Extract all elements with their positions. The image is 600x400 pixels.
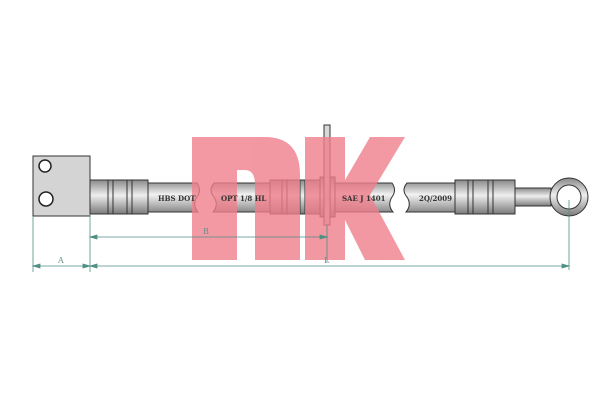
left-fitting bbox=[89, 179, 149, 215]
bolt-hole bbox=[38, 159, 52, 173]
dimension-l-label: L bbox=[324, 256, 330, 265]
hose-marking: 2Q/2009 bbox=[419, 194, 452, 203]
hose-marking: OPT 1/8 HL bbox=[221, 194, 266, 203]
dimension-lines bbox=[31, 200, 571, 272]
bolt-hole bbox=[38, 191, 54, 207]
hose-marking: SAE J 1401 bbox=[342, 194, 386, 203]
dimension-b-label: B bbox=[203, 227, 209, 236]
hose-marking: HBS DOT bbox=[158, 194, 196, 203]
mounting-bracket bbox=[32, 155, 91, 217]
nk-logo bbox=[192, 137, 405, 260]
dimension-a-label: A bbox=[57, 256, 64, 265]
right-fitting bbox=[454, 177, 589, 217]
